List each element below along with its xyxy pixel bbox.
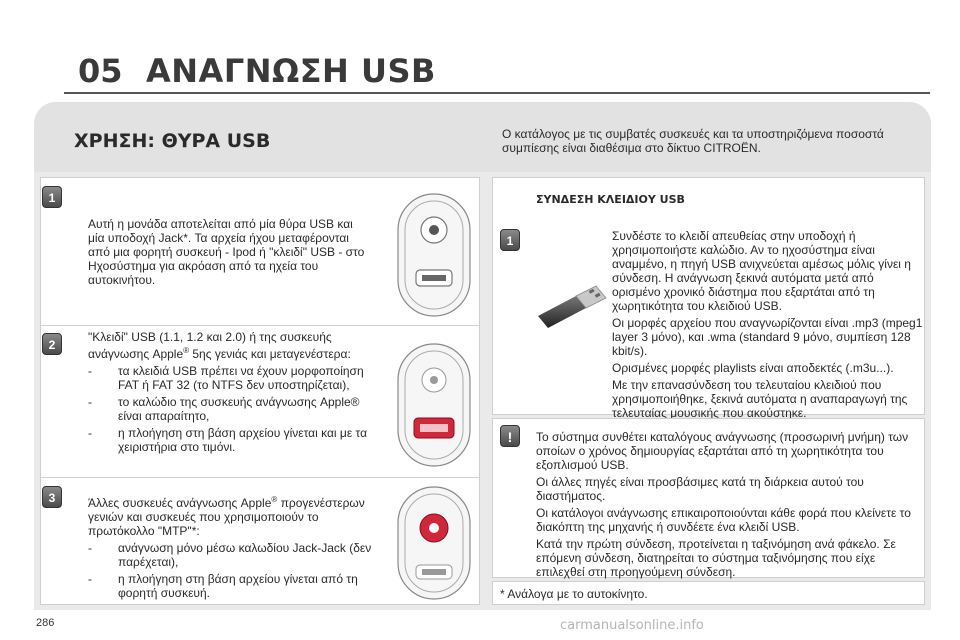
intro-text: Ο κατάλογος με τις συμβατές συσκευές και… — [502, 127, 884, 155]
row-divider — [40, 477, 480, 478]
step-3-bullet: ανάγνωση μόνο μέσω καλωδίου Jack-Jack (δ… — [88, 541, 378, 569]
usb-key-paragraph: Ορισμένες μορφές playlists είναι αποδεκτ… — [612, 361, 894, 375]
step-3-text: Άλλες συσκευές ανάγνωσης Apple® προγενέσ… — [88, 493, 378, 603]
usb-step-badge-1: 1 — [500, 229, 520, 251]
footnote: * Ανάλογα με το αυτοκίνητο. — [500, 587, 648, 601]
step-1-text: Αυτή η μονάδα αποτελείται από μία θύρα U… — [88, 217, 365, 287]
usb-key-paragraph: Συνδέστε το κλειδί απευθείας στην υποδοχ… — [612, 229, 911, 313]
jack-port-active-illustration — [397, 486, 471, 600]
warning-card — [492, 418, 925, 578]
step-badge-2: 2 — [42, 333, 62, 355]
header-rule — [64, 92, 930, 94]
warning-paragraph: Το σύστημα συνθέτει καταλόγους ανάγνωσης… — [536, 430, 909, 472]
watermark: carmanualsonline.info — [560, 618, 704, 633]
usb-port-illustration — [397, 343, 471, 467]
usb-key-title: ΣΥΝΔΕΣΗ ΚΛΕΙΔΙΟΥ USB — [536, 193, 685, 206]
usb-key-paragraph: Οι μορφές αρχείου που αναγνωρίζονται είν… — [612, 316, 923, 358]
step-2-bullet: η πλοήγηση στη βάση αρχείου γίνεται και … — [88, 426, 378, 454]
step-2-text: "Κλειδί" USB (1.1, 1.2 και 2.0) ή της συ… — [88, 330, 378, 457]
warning-text: Το σύστημα συνθέτει καταλόγους ανάγνωσης… — [536, 430, 920, 582]
usb-key-card — [492, 177, 925, 415]
warning-icon: ! — [500, 425, 520, 447]
usb-key-paragraph: Με την επανασύνδεση του τελευταίου κλειδ… — [612, 378, 908, 420]
step-badge-1: 1 — [42, 186, 62, 208]
footnote-card — [492, 581, 925, 605]
step-2-bullet: το καλώδιο της συσκευής ανάγνωσης Apple®… — [88, 395, 378, 423]
chapter-number: 05 — [78, 52, 123, 90]
warning-paragraph: Οι άλλες πηγές είναι προσβάσιμες κατά τη… — [536, 475, 864, 503]
usb-stick-icon — [538, 285, 607, 328]
step-badge-3: 3 — [42, 486, 62, 508]
row-divider — [40, 325, 480, 326]
section-title: ΧΡΗΣΗ: ΘΥΡΑ USB — [74, 130, 271, 152]
step-3-bullet: η πλοήγηση στη βάση αρχείου γίνεται από … — [88, 572, 378, 600]
usb-key-text: Συνδέστε το κλειδί απευθείας στην υποδοχ… — [612, 229, 924, 423]
title-band — [34, 102, 931, 172]
chapter-title: ΑΝΑΓΝΩΣΗ USB — [146, 52, 436, 90]
step-2-bullet: τα κλειδιά USB πρέπει να έχουν μορφοποίη… — [88, 364, 378, 392]
page-number: 286 — [36, 617, 55, 629]
jack-port-illustration — [397, 193, 471, 317]
warning-paragraph: Οι κατάλογοι ανάγνωσης επικαιροποιούνται… — [536, 506, 911, 534]
warning-paragraph: Κατά την πρώτη σύνδεση, προτείνεται η τα… — [536, 537, 896, 579]
